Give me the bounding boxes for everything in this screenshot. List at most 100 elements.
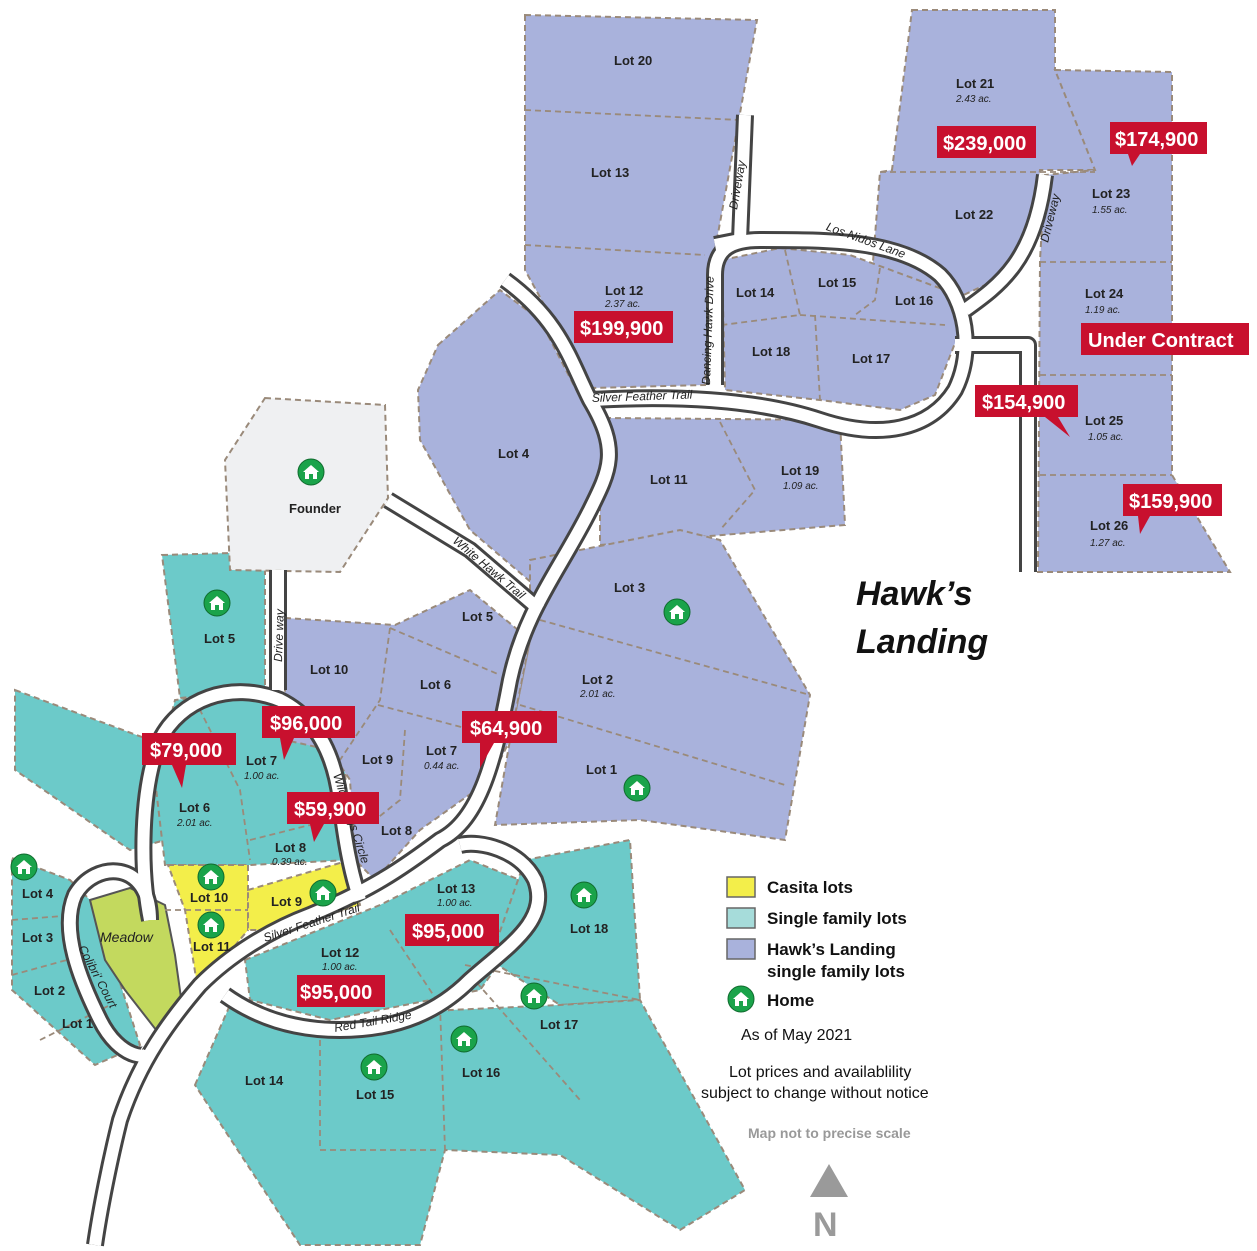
price-text: $199,900 — [580, 318, 663, 340]
label-hl-lot6: Lot 6 — [420, 677, 451, 692]
label-hl-lot26: Lot 26 — [1090, 518, 1128, 533]
label-founder: Founder — [289, 501, 341, 516]
acres-sf-lot6: 2.01 ac. — [176, 818, 213, 829]
home-icon — [360, 1053, 388, 1081]
legend: Casita lots Single family lots Hawk’s La… — [726, 876, 907, 1013]
label-sf-lot8: Lot 8 — [275, 840, 306, 855]
home-icon — [203, 589, 231, 617]
label-sf-lot13: Lot 13 — [437, 881, 475, 896]
price-tag-sf-lot8: $59,900 — [287, 792, 379, 842]
north-label: N — [813, 1206, 838, 1244]
acres-hl-lot26: 1.27 ac. — [1090, 538, 1126, 549]
price-tags: $239,000 $174,900 $199,900 Under Contrac… — [142, 122, 1249, 1007]
label-sf-lot5: Lot 5 — [204, 631, 235, 646]
label-sf-lot2: Lot 2 — [34, 983, 65, 998]
legend-label-single-family: Single family lots — [767, 909, 907, 928]
label-casita-lot11: Lot 11 — [193, 939, 231, 954]
price-tag-hl-lot7: $64,900 — [462, 711, 557, 768]
street-silver-feather-trail-top: Silver Feather Trail — [592, 387, 693, 405]
label-hl-lot13: Lot 13 — [591, 165, 629, 180]
label-hl-lot23: Lot 23 — [1092, 186, 1130, 201]
map-notes: As of May 2021 Lot prices and availablil… — [701, 1027, 929, 1141]
home-icon — [623, 774, 651, 802]
parcel-hl-lot3-2-1 — [493, 528, 812, 842]
label-hl-lot24: Lot 24 — [1085, 286, 1124, 301]
note-as-of: As of May 2021 — [741, 1027, 852, 1044]
label-hl-lot4: Lot 4 — [498, 446, 530, 461]
home-icon — [663, 598, 691, 626]
label-hl-lot15: Lot 15 — [818, 275, 856, 290]
label-hl-lot11: Lot 11 — [650, 472, 688, 487]
title-line2: Landing — [856, 623, 988, 661]
parcel-hl-lot23-26 — [1036, 68, 1232, 573]
price-tag-sf-lot12: $95,000 — [297, 975, 385, 1007]
price-text: $154,900 — [982, 392, 1065, 414]
label-hl-lot12: Lot 12 — [605, 283, 643, 298]
label-sf-lot4: Lot 4 — [22, 886, 54, 901]
acres-hl-lot23: 1.55 ac. — [1092, 205, 1128, 216]
price-text: $95,000 — [300, 982, 372, 1004]
home-icon — [520, 982, 548, 1010]
label-meadow: Meadow — [100, 929, 154, 945]
label-hl-lot17: Lot 17 — [852, 351, 890, 366]
home-icon — [297, 458, 325, 486]
label-casita-lot9: Lot 9 — [271, 894, 302, 909]
lot-labels: Lot 20 Lot 13 Lot 12 2.37 ac. Lot 21 2.4… — [22, 53, 1130, 1102]
home-icon — [450, 1025, 478, 1053]
legend-swatch-hawks-landing — [726, 938, 756, 960]
acres-hl-lot25: 1.05 ac. — [1088, 432, 1124, 443]
acres-sf-lot7: 1.00 ac. — [244, 771, 280, 782]
price-text: $174,900 — [1115, 129, 1198, 151]
label-sf-lot17: Lot 17 — [540, 1017, 578, 1032]
price-tag-lot24: Under Contract — [1081, 323, 1249, 355]
legend-label-hawks-line1: Hawk’s Landing — [767, 940, 896, 959]
parcel-sf-lot5 — [160, 550, 266, 700]
acres-hl-lot19: 1.09 ac. — [783, 481, 819, 492]
price-tag-lot23: $174,900 — [1110, 122, 1207, 166]
label-hl-lot18: Lot 18 — [752, 344, 790, 359]
label-hl-lot1: Lot 1 — [586, 762, 617, 777]
acres-hl-lot24: 1.19 ac. — [1085, 305, 1121, 316]
street-dancing-hawk-drive: Dancing Hawk Drive — [699, 276, 717, 385]
north-arrow: N — [810, 1164, 848, 1244]
note-disclaimer-2: subject to change without notice — [701, 1085, 929, 1102]
label-sf-lot16: Lot 16 — [462, 1065, 500, 1080]
label-sf-lot18: Lot 18 — [570, 921, 608, 936]
street-driveway-left: Drive way — [271, 608, 287, 662]
label-hl-lot14: Lot 14 — [736, 285, 775, 300]
home-icon — [570, 881, 598, 909]
note-scale: Map not to precise scale — [748, 1125, 911, 1141]
label-hl-lot19: Lot 19 — [781, 463, 819, 478]
map-title: Hawk’s Landing — [856, 575, 988, 661]
label-sf-lot3: Lot 3 — [22, 930, 53, 945]
price-text: $159,900 — [1129, 491, 1212, 513]
price-text: $79,000 — [150, 740, 222, 762]
label-sf-lot7: Lot 7 — [246, 753, 277, 768]
price-text: Under Contract — [1088, 330, 1234, 352]
parcel-hl-lot4 — [416, 288, 612, 592]
home-icon — [10, 853, 38, 881]
acres-sf-lot12: 1.00 ac. — [322, 962, 358, 973]
label-hl-lot9: Lot 9 — [362, 752, 393, 767]
acres-sf-lot13: 1.00 ac. — [437, 898, 473, 909]
acres-hl-lot21: 2.43 ac. — [955, 94, 992, 105]
label-hl-lot21: Lot 21 — [956, 76, 994, 91]
legend-label-hawks-line2: single family lots — [767, 962, 905, 981]
label-hl-lot22: Lot 22 — [955, 207, 993, 222]
legend-label-casita: Casita lots — [767, 878, 853, 897]
price-tag-sf-lot13: $95,000 — [405, 914, 499, 946]
label-hl-lot10: Lot 10 — [310, 662, 348, 677]
acres-hl-lot7: 0.44 ac. — [424, 761, 460, 772]
label-sf-lot6: Lot 6 — [179, 800, 210, 815]
roads — [60, 114, 1054, 1247]
label-hl-lot5: Lot 5 — [462, 609, 493, 624]
label-hl-lot16: Lot 16 — [895, 293, 933, 308]
lot-divisions — [11, 109, 1172, 1151]
price-tag-sf-lot7: $96,000 — [262, 706, 355, 760]
label-hl-lot25: Lot 25 — [1085, 413, 1123, 428]
parcel-hl-lot20-13-12 — [524, 13, 759, 390]
home-icon — [309, 879, 337, 907]
legend-label-home: Home — [767, 991, 814, 1010]
label-hl-lot8: Lot 8 — [381, 823, 412, 838]
